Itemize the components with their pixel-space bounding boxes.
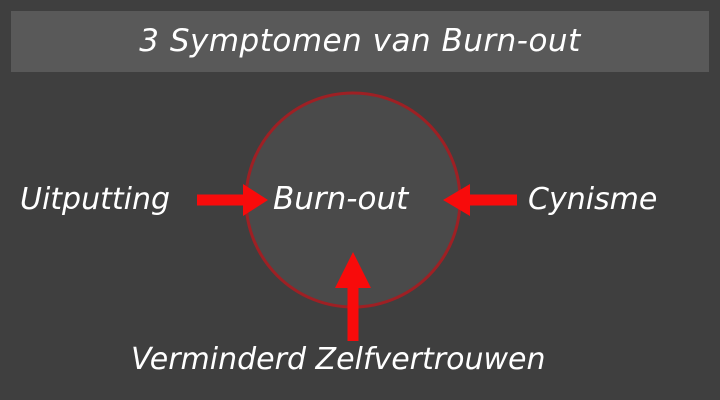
title-band: 3 Symptomen van Burn-out xyxy=(11,11,709,72)
symptom-label-left: Uitputting xyxy=(20,182,171,217)
arrow-left-to-center xyxy=(197,184,268,216)
symptom-label-bottom: Verminderd Zelfvertrouwen xyxy=(131,342,546,377)
arrow-right-to-center xyxy=(443,184,517,216)
arrow-bottom-to-center xyxy=(335,252,371,341)
center-node-label: Burn-out xyxy=(273,181,409,217)
page-title: 3 Symptomen van Burn-out xyxy=(139,23,581,59)
symptom-label-right: Cynisme xyxy=(528,182,658,217)
